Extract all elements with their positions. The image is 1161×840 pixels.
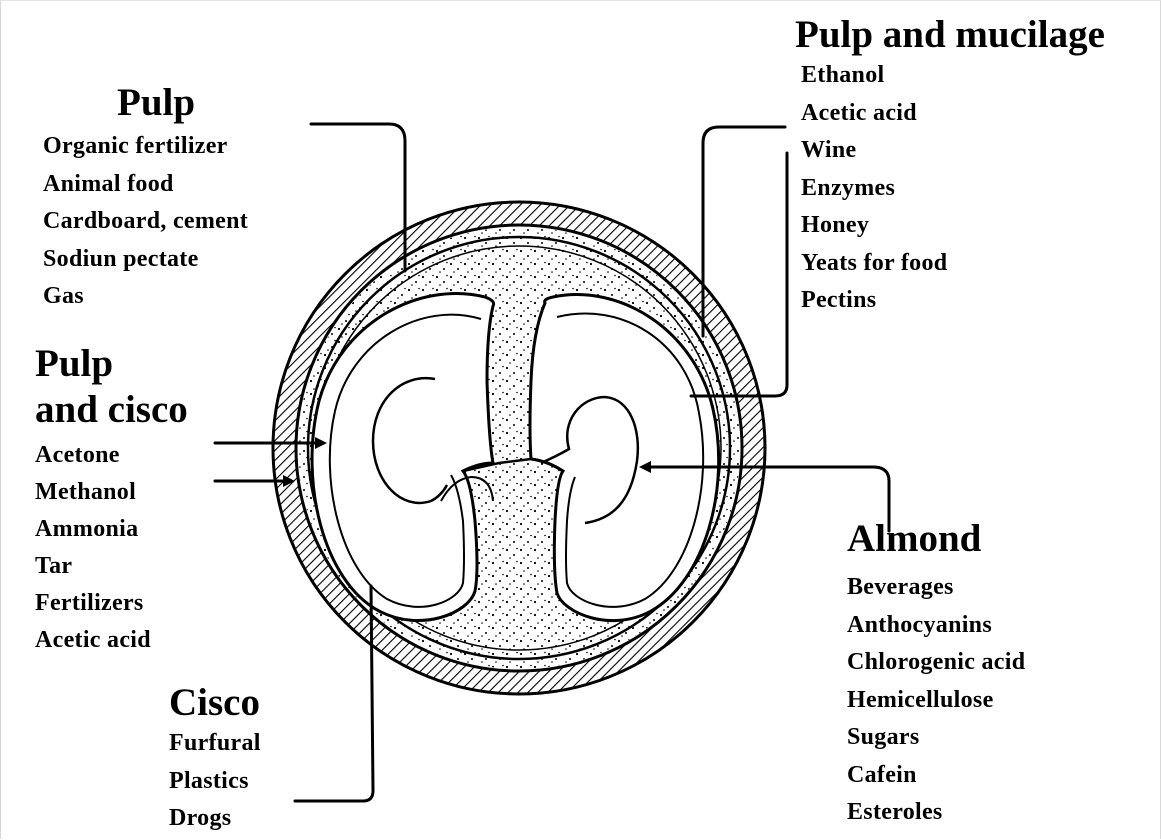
heading-pulp-and-mucilage: Pulp and mucilage — [795, 13, 1105, 57]
list-item: Animal food — [43, 166, 248, 204]
list-item: Fertilizers — [35, 585, 188, 622]
list-item: Sugars — [847, 719, 1025, 757]
label-group-pulp-and-mucilage: Pulp and mucilage Ethanol Acetic acid Wi… — [795, 13, 1105, 320]
list-item: Hemicellulose — [847, 682, 1025, 720]
list-pulp-and-cisco: Acetone Methanol Ammonia Tar Fertilizers… — [35, 437, 188, 659]
heading-pulp: Pulp — [117, 81, 248, 125]
list-item: Beverages — [847, 569, 1025, 607]
list-item: Gas — [43, 278, 248, 316]
list-item: Anthocyanins — [847, 607, 1025, 645]
list-item: Organic fertilizer — [43, 128, 248, 166]
list-item: Chlorogenic acid — [847, 644, 1025, 682]
list-item: Plastics — [169, 763, 261, 801]
list-item: Acetone — [35, 437, 188, 474]
heading-line-2: and cisco — [35, 388, 188, 431]
heading-cisco: Cisco — [169, 681, 261, 725]
list-item: Cardboard, cement — [43, 203, 248, 241]
label-group-pulp: Pulp Organic fertilizer Animal food Card… — [43, 81, 248, 316]
list-item: Acetic acid — [801, 95, 1105, 133]
list-almond: Beverages Anthocyanins Chlorogenic acid … — [847, 569, 1025, 832]
heading-pulp-and-cisco: Pulp and cisco — [35, 341, 188, 433]
list-item: Acetic acid — [35, 622, 188, 659]
list-item: Honey — [801, 207, 1105, 245]
list-item: Wine — [801, 132, 1105, 170]
list-item: Ethanol — [801, 57, 1105, 95]
list-item: Methanol — [35, 474, 188, 511]
label-group-cisco: Cisco Furfural Plastics Drogs — [169, 681, 261, 838]
label-group-almond: Almond Beverages Anthocyanins Chlorogeni… — [847, 517, 1025, 832]
list-item: Yeats for food — [801, 245, 1105, 283]
label-group-pulp-and-cisco: Pulp and cisco Acetone Methanol Ammonia … — [35, 341, 188, 659]
heading-line-1: Pulp — [35, 342, 113, 385]
heading-almond: Almond — [847, 517, 1025, 561]
list-pulp-and-mucilage: Ethanol Acetic acid Wine Enzymes Honey Y… — [801, 57, 1105, 320]
list-cisco: Furfural Plastics Drogs — [169, 725, 261, 838]
list-item: Esteroles — [847, 794, 1025, 832]
list-item: Furfural — [169, 725, 261, 763]
list-item: Ammonia — [35, 511, 188, 548]
list-item: Drogs — [169, 800, 261, 838]
list-item: Tar — [35, 548, 188, 585]
list-item: Enzymes — [801, 170, 1105, 208]
list-item: Cafein — [847, 757, 1025, 795]
list-pulp: Organic fertilizer Animal food Cardboard… — [43, 128, 248, 316]
list-item: Sodiun pectate — [43, 241, 248, 279]
list-item: Pectins — [801, 282, 1105, 320]
